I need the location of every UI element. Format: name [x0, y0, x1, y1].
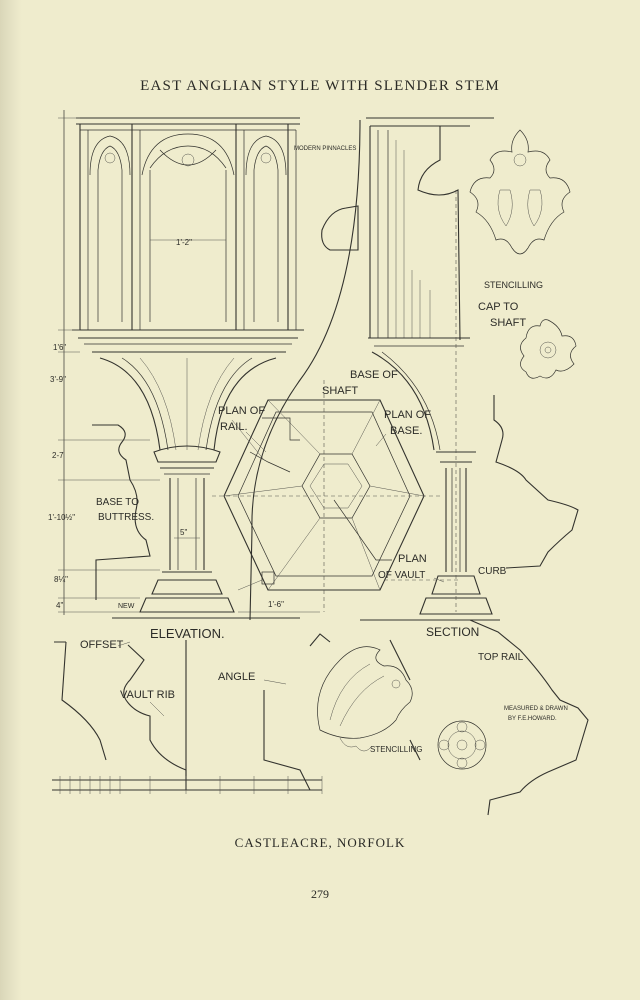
label-plan-of-rail: RAIL.: [220, 421, 248, 433]
stencil-ornament-top: [469, 129, 571, 255]
label-new: NEW: [118, 603, 135, 610]
label-base-to-buttress: BUTTRESS.: [98, 512, 154, 523]
cap-profile: [493, 395, 579, 569]
dim-label: 2-7: [52, 451, 64, 460]
label-modern-pinnacles: MODERN PINNACLES: [294, 146, 356, 152]
label-plan-of-vault: OF VAULT: [378, 570, 425, 581]
dim-label: 4": [56, 601, 63, 610]
page-title: EAST ANGLIAN STYLE WITH SLENDER STEM: [140, 78, 500, 94]
page-gutter-shadow: [0, 0, 22, 1000]
label-stencilling-top: STENCILLING: [484, 280, 543, 290]
label-plan-of-rail: PLAN OF: [218, 405, 265, 417]
label-top-rail: TOP RAIL: [478, 652, 524, 663]
label-section: SECTION: [426, 625, 479, 639]
label-measured-drawn: BY F.E.HOWARD.: [508, 716, 557, 722]
cornice-profile: [321, 205, 359, 251]
page-number: 279: [311, 887, 329, 901]
label-cap-to-shaft: SHAFT: [490, 317, 526, 329]
top-rail-profile: [469, 619, 589, 816]
dim-label: 8¼": [54, 575, 68, 584]
dim-label: 1'-2": [176, 238, 192, 247]
label-plan-of-base: BASE.: [390, 425, 422, 437]
bottom-mouldings: [52, 633, 421, 794]
label-base-to-buttress: BASE TO: [96, 497, 139, 508]
label-vault-rib: VAULT RIB: [120, 689, 175, 701]
label-base-of-shaft: BASE OF: [350, 369, 398, 381]
label-base-of-shaft: SHAFT: [322, 385, 358, 397]
dim-label: 1'-6": [268, 600, 284, 609]
plan-drawing: [212, 380, 440, 612]
label-cap-to-shaft: CAP TO: [478, 301, 519, 313]
dim-label: 1'6": [53, 343, 66, 352]
base-to-buttress-profile: [92, 424, 151, 600]
label-stencilling-bottom: STENCILLING: [370, 745, 422, 754]
label-offset: OFFSET: [80, 639, 124, 651]
label-elevation: ELEVATION.: [150, 626, 225, 641]
stencil-ornament-cap: [520, 319, 577, 379]
label-measured-drawn: MEASURED & DRAWN: [504, 706, 568, 712]
label-plan-of-vault: PLAN: [398, 553, 427, 565]
leader-arrows: [117, 431, 445, 717]
label-plan-of-base: PLAN OF: [384, 409, 431, 421]
drawing-labels: MODERN PINNACLES STENCILLING CAP TO SHAF…: [80, 146, 568, 754]
dim-label: 3'-9": [50, 375, 66, 384]
central-moulding-curve: [249, 119, 361, 621]
plate-caption: CASTLEACRE, NORFOLK: [234, 835, 406, 850]
elevation-dimension-rail: 1'6" 3'-9" 2-7 1'-10½" 8¼" 4": [48, 110, 160, 615]
stencil-ornament-bird: [317, 646, 413, 752]
dim-label: 1'-10½": [48, 513, 75, 522]
dim-label: 5": [180, 528, 187, 537]
pulpit-section: [360, 117, 500, 621]
stencil-ornament-rosette: [437, 720, 487, 770]
label-angle: ANGLE: [218, 671, 255, 683]
label-curb: CURB: [478, 566, 507, 577]
pulpit-elevation: [72, 117, 304, 619]
